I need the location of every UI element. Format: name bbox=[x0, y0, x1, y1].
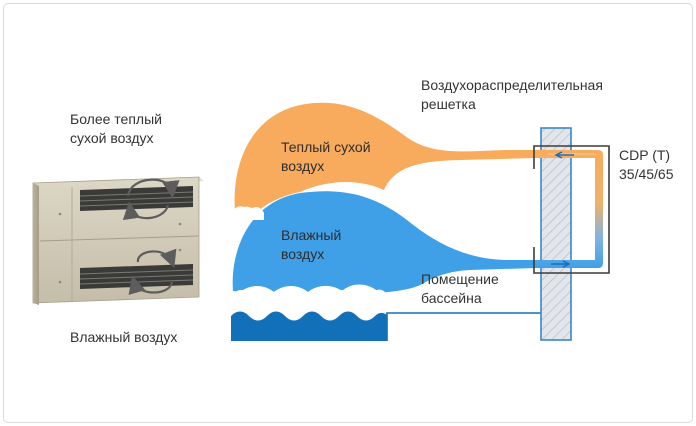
label-humid-air-unit: Влажный воздух bbox=[70, 328, 177, 347]
label-warm-dry-air-flow: Теплый сухой воздух bbox=[281, 138, 371, 176]
label-pool-room: Помещение бассейна bbox=[421, 270, 499, 308]
label-line: Более теплый bbox=[70, 111, 162, 127]
label-line: Влажный bbox=[281, 227, 342, 243]
label-line: бассейна bbox=[421, 290, 482, 306]
label-air-grille: Воздухораспределительная решетка bbox=[421, 76, 603, 114]
cloud-edge-lower bbox=[231, 289, 387, 302]
label-line: решетка bbox=[421, 96, 476, 112]
label-line: сухой воздух bbox=[70, 130, 154, 146]
label-line: CDP (T) bbox=[619, 147, 671, 163]
air-out-arrow-icon bbox=[554, 151, 574, 159]
label-cdp-model: CDP (T) 35/45/65 bbox=[619, 146, 674, 184]
label-line: Воздухораспределительная bbox=[421, 77, 603, 93]
pool-water bbox=[231, 311, 387, 341]
cdp-housing bbox=[533, 145, 610, 274]
air-in-arrow-icon bbox=[551, 260, 571, 268]
warm-air-flow bbox=[234, 102, 535, 212]
label-line: 35/45/65 bbox=[619, 166, 674, 182]
label-line: Помещение bbox=[421, 271, 499, 287]
cloud-edge-upper bbox=[231, 206, 264, 220]
humid-air-flow bbox=[232, 191, 535, 293]
upper-air-grille bbox=[79, 186, 194, 211]
label-line: воздух bbox=[281, 246, 325, 262]
wall-section bbox=[540, 127, 572, 341]
label-line: Влажный воздух bbox=[70, 329, 178, 345]
label-line: воздух bbox=[281, 158, 325, 174]
label-line: Теплый сухой bbox=[281, 139, 371, 155]
cdp-duct bbox=[533, 145, 610, 274]
label-humid-air-flow: Влажный воздух bbox=[281, 226, 341, 264]
lower-circulation-arrow-icon bbox=[128, 248, 177, 296]
label-warm-dry-air-unit: Более теплый сухой воздух bbox=[70, 110, 162, 148]
upper-circulation-arrow-icon bbox=[122, 178, 180, 221]
dehumidifier-unit bbox=[32, 176, 204, 305]
pool-room-outline bbox=[386, 312, 541, 341]
